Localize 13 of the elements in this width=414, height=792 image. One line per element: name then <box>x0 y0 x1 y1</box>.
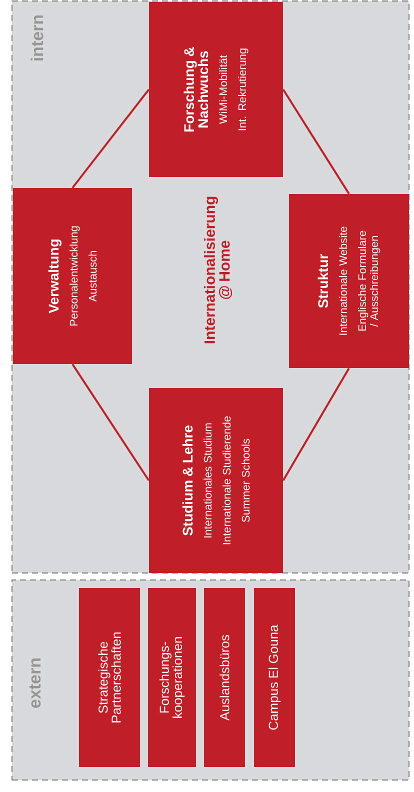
process-box: Strategische Partnerschaften <box>79 588 140 767</box>
process-box: Forschung & Nachwuchs WiMi-Mobilität Int. Rekrutierung <box>149 2 283 177</box>
process-box: Studium & Lehre Internationales Studium Internationale Studierende Summer Schools <box>149 388 283 573</box>
connector-line <box>72 88 150 188</box>
center-title: Internationalisierung @ Home <box>204 196 232 344</box>
process-box: Auslandsbüros <box>204 588 245 767</box>
connector-line <box>72 364 150 482</box>
process-box: Verwaltung Personalentwicklung Austausch <box>13 188 132 364</box>
process-box: Struktur Internationale Website Englische Formulare / Ausschreibungen <box>289 194 409 368</box>
process-box: Campus El Gouna <box>254 588 295 767</box>
process-box: Forschungs- kooperationen <box>148 588 196 767</box>
connector-line <box>282 88 350 194</box>
connector-line <box>282 368 350 482</box>
